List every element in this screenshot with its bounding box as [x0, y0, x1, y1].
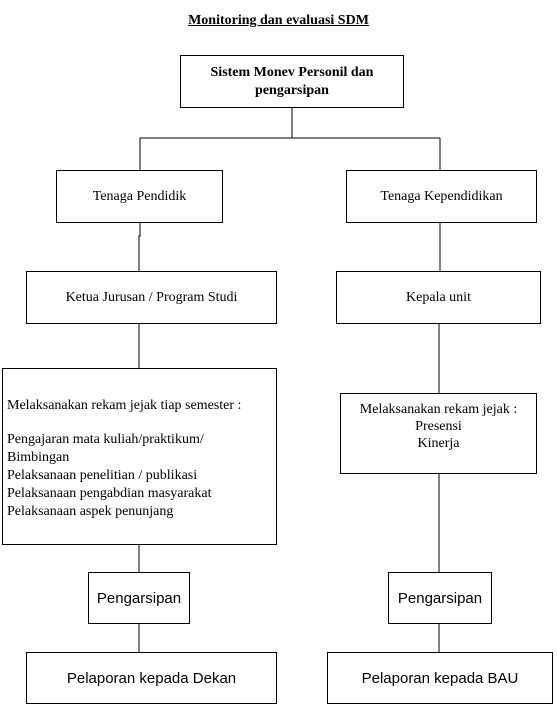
left-archive-node: Pengarsipan	[88, 572, 190, 624]
root-node-line2: pengarsipan	[255, 82, 329, 98]
right-archive-node: Pengarsipan	[388, 572, 492, 624]
kepala-unit-label: Kepala unit	[406, 289, 471, 305]
connector-tp-to-kajur	[138, 223, 141, 271]
left-activity-item: Pengajaran mata kuliah/praktikum/	[7, 432, 204, 447]
tenaga-kependidikan-label: Tenaga Kependidikan	[380, 188, 503, 204]
right-archive-label: Pengarsipan	[397, 589, 483, 607]
left-report-label: Pelaporan kepada Dekan	[66, 669, 237, 687]
left-activity-item: Pelaksanaan pengabdian masyarakat	[7, 486, 212, 501]
left-report-node: Pelaporan kepada Dekan	[26, 652, 277, 704]
kepala-unit-node: Kepala unit	[336, 271, 541, 324]
ketua-jurusan-label: Ketua Jurusan / Program Studi	[65, 289, 238, 305]
tenaga-kependidikan-node: Tenaga Kependidikan	[346, 170, 537, 223]
diagram-title: Monitoring dan evaluasi SDM	[188, 13, 369, 28]
right-activity-node: Melaksanakan rekam jejak : Presensi Kine…	[340, 393, 537, 474]
right-activity-item: Presensi	[415, 419, 462, 434]
left-activity-node: Melaksanakan rekam jejak tiap semester :…	[2, 368, 277, 545]
root-node-line1: Sistem Monev Personil dan	[210, 64, 374, 80]
tenaga-pendidik-node: Tenaga Pendidik	[56, 170, 223, 223]
right-activity-item: Kinerja	[417, 436, 460, 451]
root-node: Sistem Monev Personil dan pengarsipan	[180, 55, 404, 108]
left-activity-item: Bimbingan	[7, 450, 70, 465]
left-archive-label: Pengarsipan	[96, 589, 182, 607]
right-report-node: Pelaporan kepada BAU	[327, 652, 553, 704]
tenaga-pendidik-label: Tenaga Pendidik	[92, 188, 187, 204]
right-report-label: Pelaporan kepada BAU	[361, 669, 519, 687]
left-activity-item: Pelaksanaan penelitian / publikasi	[7, 468, 198, 483]
left-activity-item: Pelaksanaan aspek penunjang	[7, 504, 174, 519]
ketua-jurusan-node: Ketua Jurusan / Program Studi	[26, 271, 277, 324]
right-activity-heading: Melaksanakan rekam jejak :	[359, 402, 518, 417]
left-activity-heading: Melaksanakan rekam jejak tiap semester :	[7, 398, 242, 413]
